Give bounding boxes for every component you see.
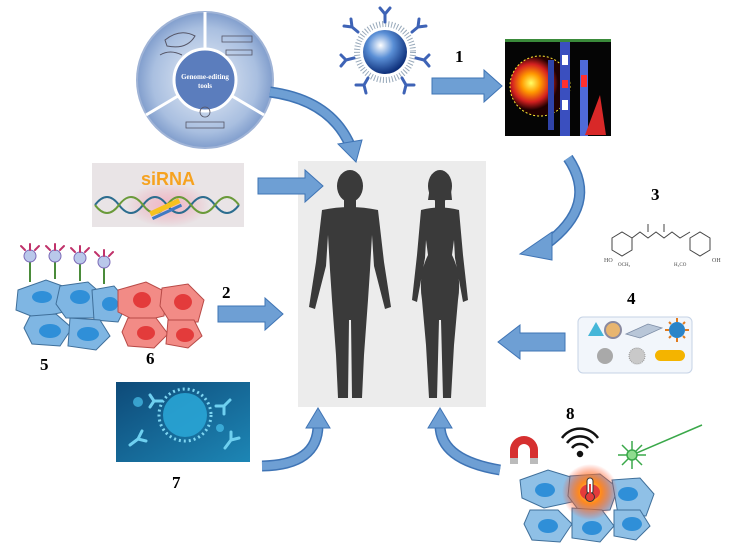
genome-editing-tools-disk: Genome-editing tools (136, 11, 274, 149)
label-4: 4 (627, 289, 636, 308)
curved-arrow-physical (427, 407, 501, 476)
svg-text:OH: OH (712, 258, 721, 264)
molecule-structure: HO OCH₃ H₃CO OH (604, 224, 721, 268)
nanocarrier-box (577, 316, 693, 374)
label-7: 7 (172, 473, 181, 492)
wireless-signal-icon (560, 427, 600, 458)
svg-text:H₃CO: H₃CO (674, 263, 687, 268)
label-8: 8 (566, 404, 575, 423)
curved-arrow-virus (261, 407, 331, 472)
arrow-from-sirna (257, 168, 324, 204)
magnet-icon (510, 436, 538, 464)
label-2: 2 (222, 283, 231, 302)
virus-antibody-panel (116, 382, 250, 462)
label-1: 1 (455, 47, 464, 66)
curved-arrow-scan (518, 154, 586, 261)
female-silhouette (412, 170, 468, 398)
male-silhouette (309, 170, 391, 398)
label-6: 6 (146, 349, 155, 368)
imaging-scan (505, 39, 611, 136)
genome-tool-label-line1: Genome-editing (181, 73, 229, 81)
arrow-to-scan (431, 68, 503, 104)
arrow-from-nanocarriers (497, 323, 566, 361)
svg-text:HO: HO (604, 258, 613, 264)
label-3: 3 (651, 185, 660, 204)
antibody-nanoparticle (339, 6, 431, 95)
curved-arrow-genome (269, 86, 363, 163)
genome-tool-label-line2: tools (198, 82, 212, 90)
laser-burst-icon (618, 424, 703, 469)
sirna-label: siRNA (141, 169, 195, 189)
heated-cell-cluster (519, 464, 655, 543)
thermometer-icon (585, 477, 595, 502)
cell-cluster (15, 243, 205, 351)
arrow-from-cells (217, 296, 284, 332)
central-panel (298, 161, 486, 407)
sirna-panel: siRNA (92, 163, 244, 227)
svg-text:OCH₃: OCH₃ (618, 263, 631, 268)
label-5: 5 (40, 355, 49, 374)
